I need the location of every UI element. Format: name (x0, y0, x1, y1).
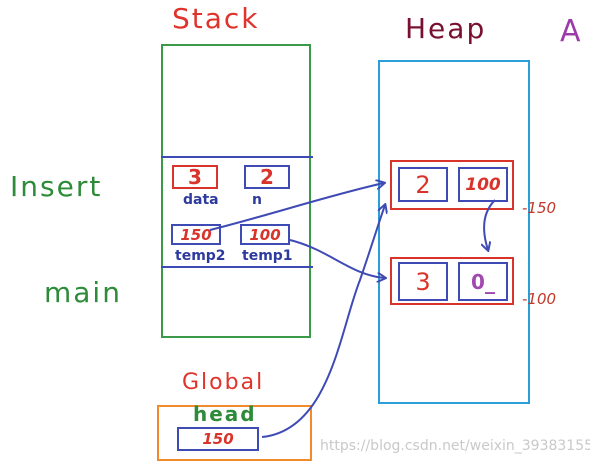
main-frame-label: main (44, 276, 122, 309)
node-100-next-field: 0_ (458, 262, 508, 301)
arrow-head-to-node-150 (261, 205, 385, 438)
temp2-value-cell: 150 (171, 224, 221, 245)
head-value-cell: 150 (177, 427, 259, 451)
arrow-temp2-to-node-150 (209, 183, 384, 231)
heap-node-100: 3 0_ (390, 257, 514, 305)
n-variable-label: n (252, 192, 262, 208)
arrow-node-150-next-to-node-100 (484, 199, 496, 250)
stack-frame-divider-top (161, 156, 313, 158)
temp1-value-cell: 100 (240, 224, 290, 245)
data-value-cell: 3 (172, 165, 218, 189)
heap-node-150: 2 100 (390, 160, 514, 210)
temp2-variable-label: temp2 (175, 248, 226, 264)
heap-title: Heap (405, 12, 487, 45)
node-100-data-field: 3 (398, 262, 448, 301)
temp1-variable-label: temp1 (242, 248, 293, 264)
node-100-address: -100 (522, 290, 557, 308)
global-title: Global (182, 370, 265, 395)
n-value-cell: 2 (244, 165, 290, 189)
cut-off-letter: A (560, 14, 583, 49)
global-box (157, 405, 312, 461)
head-variable-label: head (193, 402, 257, 426)
heap-box (378, 60, 530, 404)
data-variable-label: data (183, 192, 219, 208)
stack-frame-divider-bottom (161, 266, 313, 268)
node-150-next-field: 100 (458, 167, 508, 202)
arrow-temp1-to-node-100 (289, 239, 385, 278)
stack-title: Stack (172, 2, 260, 35)
node-150-data-field: 2 (398, 167, 448, 202)
node-150-address: -150 (522, 199, 557, 217)
watermark: https://blog.csdn.net/weixin_39383155 (320, 438, 590, 454)
insert-frame-label: Insert (10, 170, 103, 203)
stack-box (161, 44, 311, 338)
